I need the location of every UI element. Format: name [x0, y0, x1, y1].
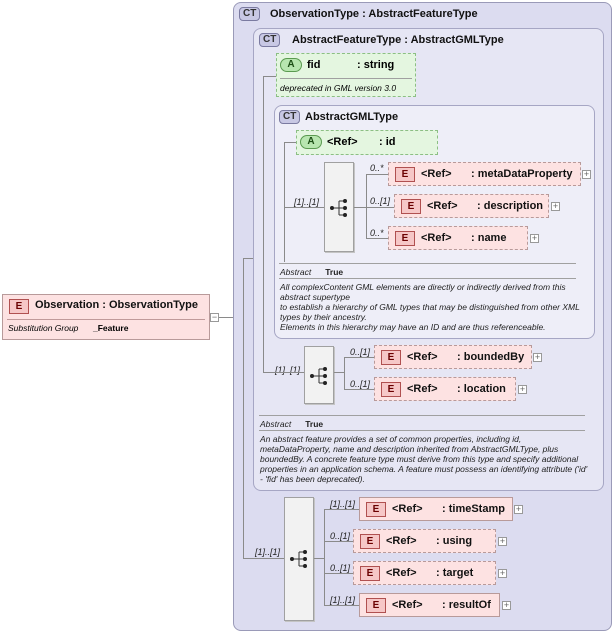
expand-toggle[interactable]: +	[533, 352, 542, 362]
element-cardinality: 0..*	[370, 163, 384, 173]
element-name: : resultOf	[442, 599, 491, 611]
abstract-gml-type-title: AbstractGMLType	[305, 111, 399, 123]
element-name[interactable]: E <Ref> : name	[388, 226, 528, 250]
sequence-compositor[interactable]	[284, 497, 314, 621]
substitution-group-label: Substitution Group	[8, 323, 79, 333]
abstract-gml-type-documentation: All complexContent GML elements are dire…	[280, 282, 580, 332]
element-icon: E	[381, 382, 401, 397]
element-name: : boundedBy	[457, 351, 525, 363]
substitution-group-value: _Feature	[93, 323, 129, 333]
element-name-label: : name	[471, 232, 507, 244]
attribute-id-name: : id	[379, 136, 396, 148]
element-cardinality: [1]..[1]	[330, 595, 356, 605]
element-name: : description	[477, 200, 544, 212]
sequence-icon	[330, 199, 347, 217]
element-target[interactable]: E <Ref> : target	[353, 561, 496, 585]
element-timestamp[interactable]: E <Ref> : timeStamp	[359, 497, 513, 521]
expand-toggle[interactable]: +	[551, 201, 560, 211]
element-icon: E	[366, 502, 386, 517]
element-name: : target	[436, 567, 474, 579]
element-ref: <Ref>	[386, 535, 417, 547]
expand-toggle[interactable]: +	[582, 169, 591, 179]
root-element-name: Observation : ObservationType	[35, 299, 199, 311]
element-ref: <Ref>	[386, 567, 417, 579]
attribute-fid-note: deprecated in GML version 3.0	[280, 83, 397, 93]
attribute-fid-name: fid	[307, 59, 321, 71]
element-cardinality: 0..[1]	[370, 196, 391, 206]
complex-type-icon: CT	[259, 33, 281, 47]
element-using[interactable]: E <Ref> : using	[353, 529, 496, 553]
expand-toggle[interactable]: +	[530, 233, 539, 243]
element-description[interactable]: E <Ref> : description	[394, 194, 549, 218]
expand-toggle[interactable]: +	[498, 536, 507, 546]
element-ref: <Ref>	[407, 383, 438, 395]
element-ref: <Ref>	[427, 200, 458, 212]
sequence-compositor[interactable]	[304, 346, 334, 404]
element-icon: E	[395, 231, 415, 246]
element-ref: <Ref>	[421, 232, 452, 244]
element-icon: E	[395, 167, 415, 182]
attribute-icon: A	[280, 58, 302, 72]
element-cardinality: 0..*	[370, 228, 384, 238]
root-element-observation[interactable]: E Observation : ObservationType Substitu…	[2, 294, 210, 340]
element-name: : location	[457, 383, 506, 395]
element-location[interactable]: E <Ref> : location	[374, 377, 516, 401]
element-ref: <Ref>	[392, 503, 423, 515]
sequence-cardinality: [1]..[1]	[255, 547, 281, 557]
attribute-icon: A	[300, 135, 322, 149]
element-cardinality: 0..[1]	[330, 531, 351, 541]
element-ref: <Ref>	[392, 599, 423, 611]
element-icon: E	[360, 534, 380, 549]
element-icon: E	[9, 299, 29, 314]
element-icon: E	[360, 566, 380, 581]
observation-type-title: ObservationType : AbstractFeatureType	[270, 8, 478, 20]
element-cardinality: 0..[1]	[350, 379, 371, 389]
element-name: : metaDataProperty	[471, 168, 573, 180]
complex-type-icon: CT	[279, 110, 301, 124]
sequence-compositor[interactable]	[324, 162, 354, 252]
sequence-icon	[290, 550, 307, 568]
attribute-id-ref: <Ref>	[327, 136, 358, 148]
element-icon: E	[366, 598, 386, 613]
element-name: : using	[436, 535, 473, 547]
element-metadataproperty[interactable]: E <Ref> : metaDataProperty	[388, 162, 581, 186]
element-icon: E	[401, 199, 421, 214]
sequence-cardinality: [1]..[1]	[275, 365, 301, 375]
element-name: : timeStamp	[442, 503, 505, 515]
complex-type-icon: CT	[239, 7, 261, 21]
element-resultof[interactable]: E <Ref> : resultOf	[359, 593, 500, 617]
element-ref: <Ref>	[421, 168, 452, 180]
attribute-fid-type: : string	[357, 59, 395, 71]
element-cardinality: 0..[1]	[350, 347, 371, 357]
element-boundedby[interactable]: E <Ref> : boundedBy	[374, 345, 532, 369]
element-icon: E	[381, 350, 401, 365]
element-cardinality: 0..[1]	[330, 563, 351, 573]
sequence-cardinality: [1]..[1]	[294, 197, 320, 207]
collapse-toggle[interactable]: −	[210, 312, 219, 322]
abstract-feature-type-documentation: An abstract feature provides a set of co…	[260, 434, 588, 484]
expand-toggle[interactable]: +	[498, 568, 507, 578]
expand-toggle[interactable]: +	[518, 384, 527, 394]
expand-toggle[interactable]: +	[502, 600, 511, 610]
element-cardinality: [1]..[1]	[330, 499, 356, 509]
attribute-id[interactable]: A <Ref> : id	[296, 130, 438, 155]
sequence-icon	[310, 367, 327, 385]
expand-toggle[interactable]: +	[514, 504, 523, 514]
element-ref: <Ref>	[407, 351, 438, 363]
attribute-fid[interactable]: A fid : string deprecated in GML version…	[276, 53, 416, 97]
abstract-feature-type-title: AbstractFeatureType : AbstractGMLType	[292, 34, 504, 46]
